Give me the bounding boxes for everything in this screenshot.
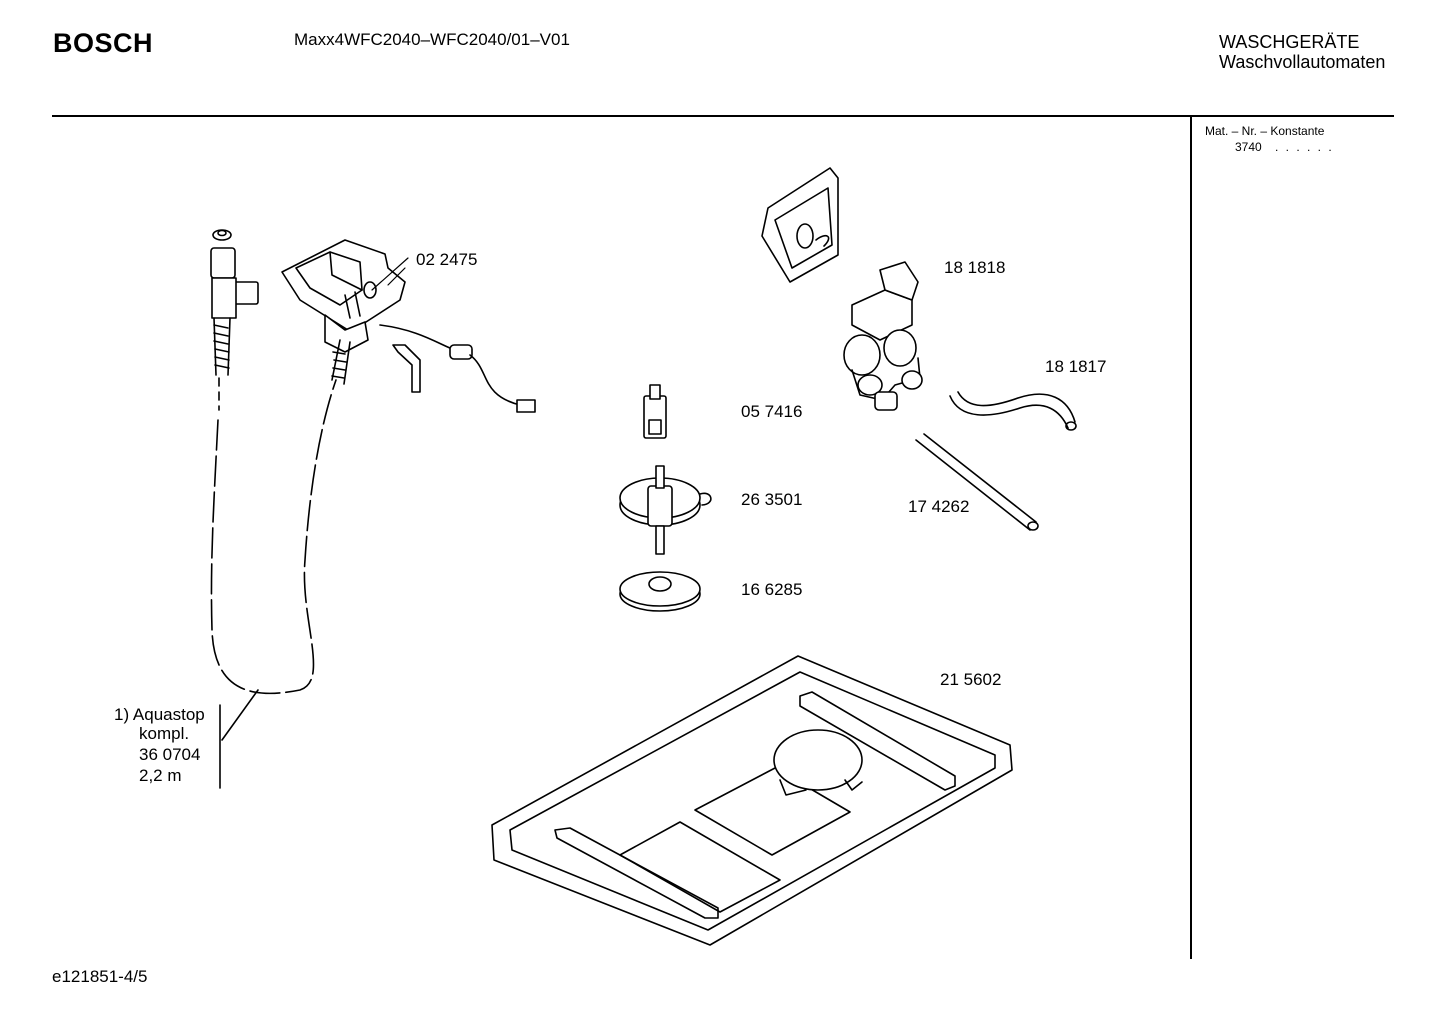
inlet-valve-drawing xyxy=(843,261,923,411)
aquastop-part-number: 36 0704 xyxy=(139,745,201,764)
sidebar-divider xyxy=(1190,117,1192,959)
part-number-215602: 21 5602 xyxy=(940,670,1002,689)
float-seal-drawing xyxy=(619,465,712,555)
part-number-181817: 18 1817 xyxy=(1045,357,1107,376)
footer-code: e121851-4/5 xyxy=(52,967,148,986)
category-line2: Waschvollautomaten xyxy=(1219,52,1386,72)
base-tray-drawing xyxy=(491,655,1013,946)
model-title: Maxx4WFC2040–WFC2040/01–V01 xyxy=(294,30,570,49)
aquastop-length: 2,2 m xyxy=(139,766,182,785)
cover-plate-drawing xyxy=(761,167,839,283)
part-number-166285: 16 6285 xyxy=(741,580,803,599)
aquastop-hose-drawing xyxy=(210,229,337,789)
header-divider xyxy=(52,115,1394,117)
part-number-057416: 05 7416 xyxy=(741,402,803,421)
valve-block-drawing xyxy=(281,239,536,413)
straight-tube-drawing xyxy=(915,433,1039,531)
mat-nr-value: 3740 xyxy=(1235,140,1262,154)
brand-logo: BOSCH xyxy=(53,28,154,58)
part-number-022475: 02 2475 xyxy=(416,250,478,269)
part-number-263501: 26 3501 xyxy=(741,490,803,509)
aquastop-kompl: kompl. xyxy=(139,724,190,743)
mat-nr-label: Mat. – Nr. – Konstante xyxy=(1205,124,1325,138)
part-number-174262: 17 4262 xyxy=(908,497,970,516)
short-hose-drawing xyxy=(949,391,1077,431)
aquastop-label: 1) Aquastop xyxy=(114,705,205,724)
part-number-181818: 18 1818 xyxy=(944,258,1006,277)
disc-drawing xyxy=(619,571,701,612)
plug-drawing xyxy=(643,384,667,439)
mat-nr-dots: . . . . . . xyxy=(1275,140,1334,154)
category-line1: WASCHGERÄTE xyxy=(1219,32,1360,52)
